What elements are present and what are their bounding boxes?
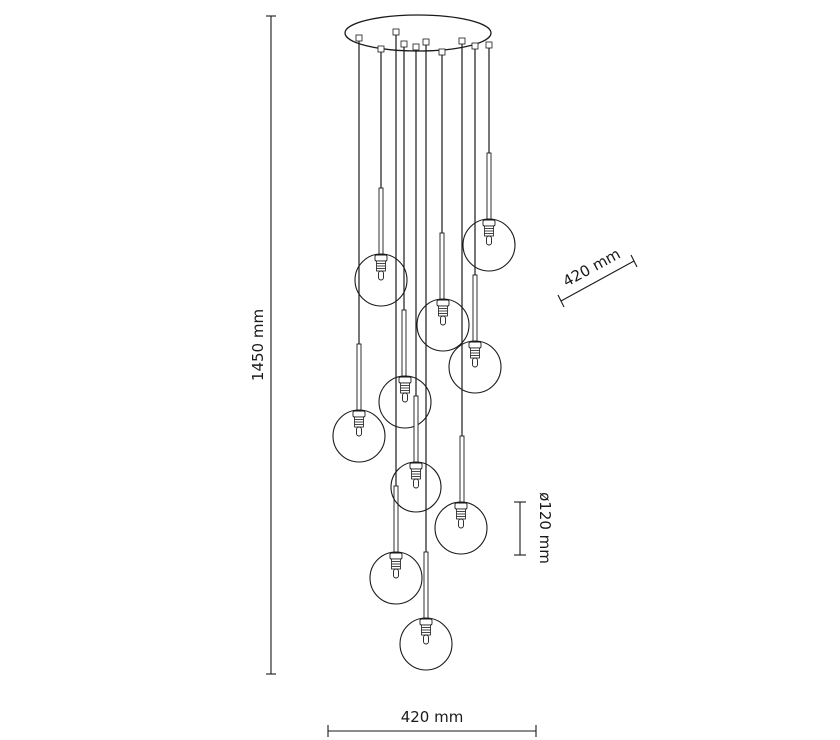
- canopy-port: [485, 41, 493, 49]
- glass-globe: [399, 617, 453, 671]
- canopy-port: [422, 38, 430, 46]
- bulb: [423, 634, 429, 645]
- pendant-rod: [378, 187, 384, 259]
- pendant: [332, 34, 386, 463]
- glass-globe: [390, 461, 442, 513]
- canopy-port: [377, 45, 385, 53]
- pendant-rod: [413, 395, 419, 467]
- pendant-rod: [401, 309, 407, 381]
- glass-globe: [332, 409, 386, 463]
- globe-cap: [398, 376, 412, 384]
- height-label: 1450 mm: [249, 309, 267, 381]
- glass-globe: [434, 501, 488, 555]
- globe-diameter-dimension: ø120 mm: [514, 492, 554, 564]
- width-dimension: 420 mm: [327, 708, 537, 737]
- depth-dimension: 420 mm: [557, 245, 638, 308]
- pendant: [448, 42, 502, 394]
- canopy-port: [392, 28, 400, 36]
- canopy-port: [355, 34, 363, 42]
- globe-cap: [468, 341, 482, 349]
- pendant-rod: [472, 274, 478, 346]
- glass-globe: [448, 340, 502, 394]
- globe-cap: [389, 552, 403, 560]
- pendant-rod: [393, 485, 399, 557]
- bulb: [378, 270, 384, 281]
- bulb: [472, 357, 478, 368]
- canopy-port: [471, 42, 479, 50]
- pendant: [369, 28, 423, 605]
- pendant-rod: [486, 152, 492, 224]
- width-label: 420 mm: [401, 708, 464, 726]
- pendant: [416, 48, 470, 352]
- globe-cap: [419, 618, 433, 626]
- pendant: [434, 37, 488, 555]
- glass-globe: [369, 551, 423, 605]
- ceiling-canopy: [344, 14, 492, 52]
- bulb: [402, 392, 408, 403]
- bulb: [356, 426, 362, 437]
- pendant-rod: [459, 435, 465, 507]
- pendant: [354, 45, 408, 307]
- bulb: [393, 568, 399, 579]
- globe-cap: [352, 410, 366, 418]
- globe-cap: [482, 219, 496, 227]
- pendant: [399, 38, 453, 671]
- pendant-group: [332, 28, 516, 671]
- bulb: [458, 518, 464, 529]
- pendant-rod: [356, 343, 362, 415]
- globe-cap: [436, 299, 450, 307]
- height-dimension: 1450 mm: [249, 15, 276, 675]
- globe-cap: [409, 462, 423, 470]
- glass-globe: [416, 298, 470, 352]
- canopy-port: [412, 43, 420, 51]
- canopy-port: [400, 40, 408, 48]
- pendant-rod: [423, 551, 429, 623]
- glass-globe: [378, 375, 432, 429]
- glass-globe: [462, 218, 516, 272]
- globe-cap: [454, 502, 468, 510]
- glass-globe: [354, 253, 408, 307]
- pendant-rod: [439, 232, 445, 304]
- canopy-port: [438, 48, 446, 56]
- globe-diameter-label: ø120 mm: [536, 492, 554, 564]
- globe-cap: [374, 254, 388, 262]
- bulb: [440, 315, 446, 326]
- canopy-port: [458, 37, 466, 45]
- pendant: [462, 41, 516, 272]
- bulb: [486, 235, 492, 246]
- bulb: [413, 478, 419, 489]
- pendant: [390, 43, 442, 513]
- pendant: [378, 40, 432, 429]
